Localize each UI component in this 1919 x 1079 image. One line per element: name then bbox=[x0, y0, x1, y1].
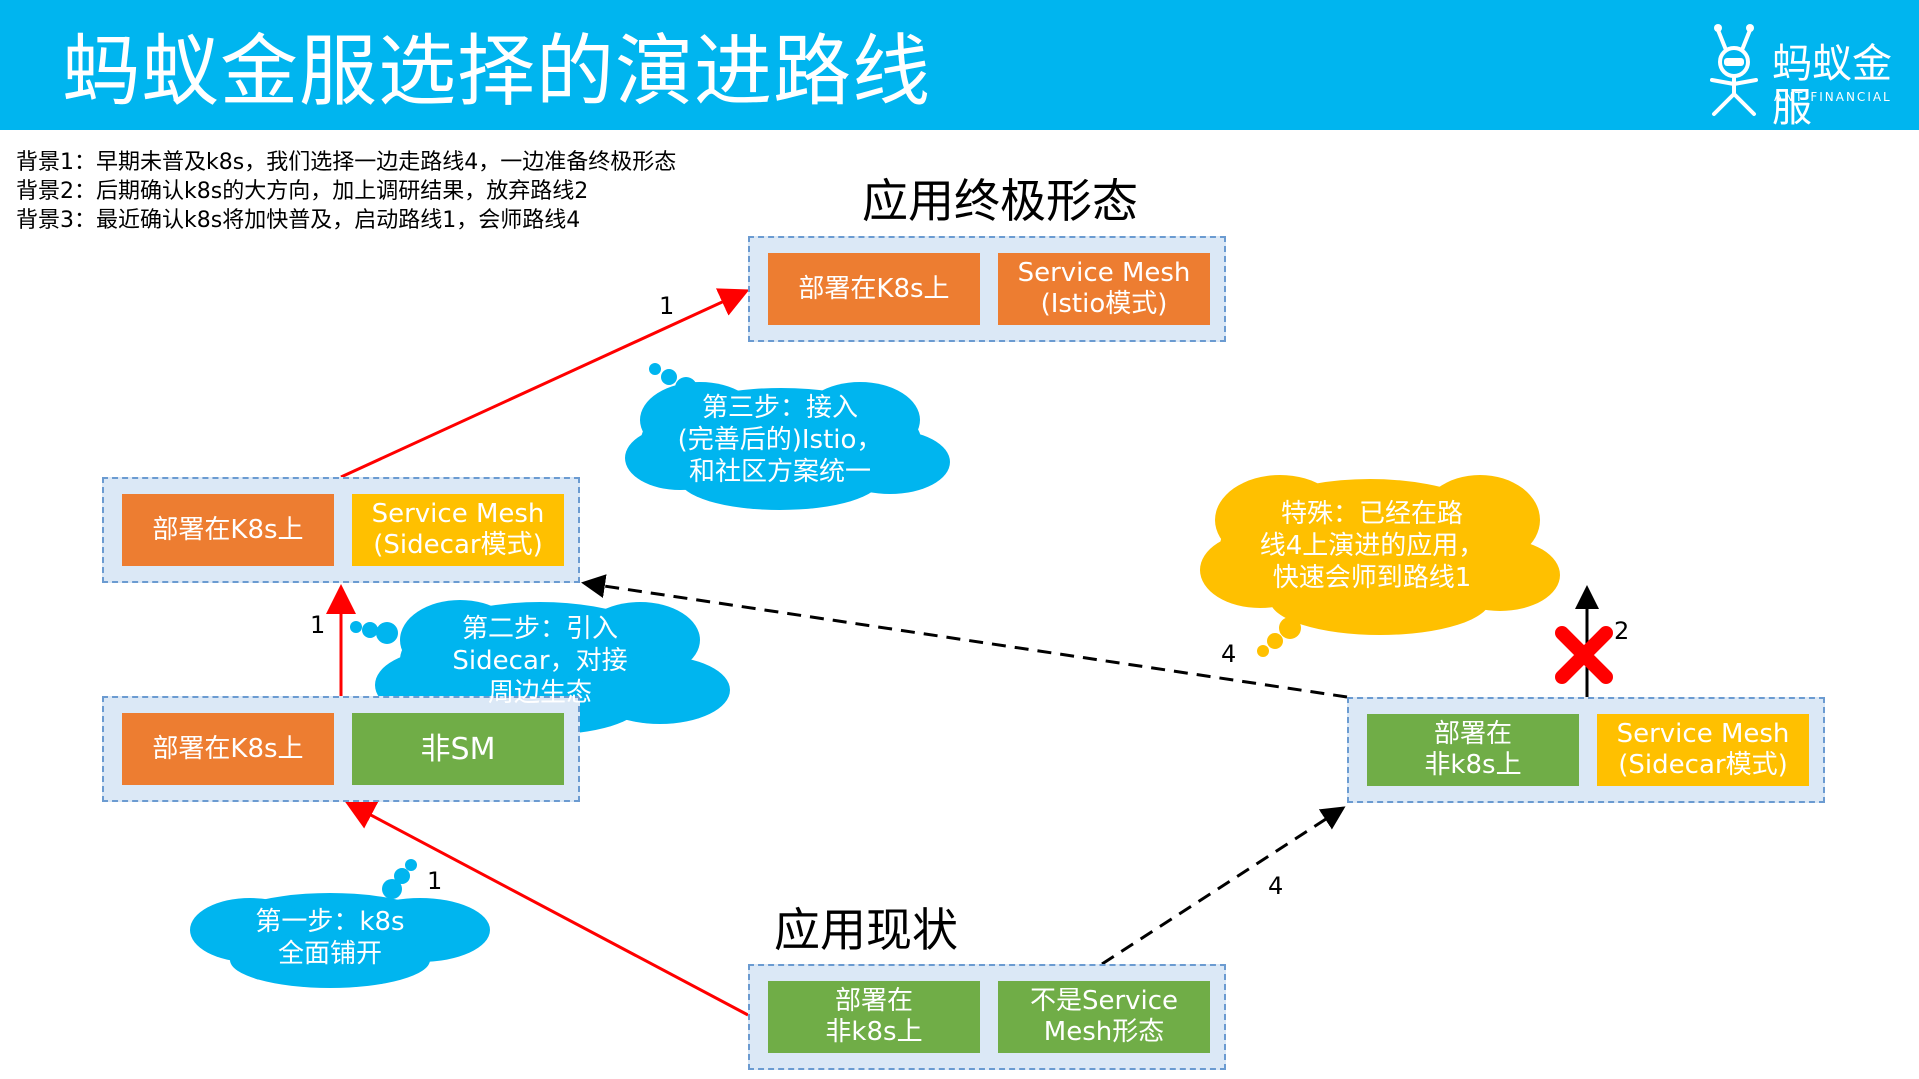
cloud-step3-text: 第三步：接入 (完善后的)Istio， 和社区方案统一 bbox=[677, 393, 883, 487]
lower-k8s-box: 部署在K8s上 bbox=[122, 713, 334, 785]
cloud-step1-text: 第一步：k8s 全面铺开 bbox=[255, 907, 405, 969]
cloud-step2 bbox=[350, 600, 730, 735]
final-k8s-box: 部署在K8s上 bbox=[768, 253, 980, 325]
non-sm-box: 非SM bbox=[352, 713, 564, 785]
route1-arrow-top bbox=[340, 288, 750, 479]
cloud-step3 bbox=[625, 363, 950, 510]
header-bar: 蚂蚁金服选择的演进路线 蚂蚁金服 ANT FINANCIAL bbox=[0, 0, 1919, 130]
route1-label-mid: 1 bbox=[310, 611, 326, 639]
current-state-title: 应用现状 bbox=[774, 903, 958, 957]
route2-label: 2 bbox=[1614, 617, 1630, 645]
final-istio-box: Service Mesh (Istio模式) bbox=[998, 253, 1210, 325]
current-non-k8s-box: 部署在 非k8s上 bbox=[768, 981, 980, 1053]
right-sidecar-box: Service Mesh (Sidecar模式) bbox=[1597, 714, 1809, 786]
mid-sidecar-box: Service Mesh (Sidecar模式) bbox=[352, 494, 564, 566]
k8s-non-sm-group: 部署在K8s上 非SM bbox=[102, 696, 580, 802]
route1-label-bottom: 1 bbox=[427, 867, 443, 895]
mid-k8s-box: 部署在K8s上 bbox=[122, 494, 334, 566]
current-non-sm-box: 不是Service Mesh形态 bbox=[998, 981, 1210, 1053]
logo-text-cn: 蚂蚁金服 bbox=[1772, 41, 1892, 131]
blocked-x-icon bbox=[1555, 626, 1613, 684]
cloud-step1 bbox=[190, 859, 490, 988]
ant-financial-logo: 蚂蚁金服 ANT FINANCIAL bbox=[1700, 20, 1910, 130]
logo-text-en: ANT FINANCIAL bbox=[1774, 90, 1892, 104]
route4-arrow-lower bbox=[1101, 806, 1346, 966]
ant-icon bbox=[1710, 24, 1758, 116]
cloud-step2-text: 第二步：引入 Sidecar，对接 周边生态 bbox=[452, 614, 628, 708]
k8s-sidecar-group: 部署在K8s上 Service Mesh (Sidecar模式) bbox=[102, 477, 580, 583]
route4-arrow-upper bbox=[581, 574, 1348, 699]
right-non-k8s-box: 部署在 非k8s上 bbox=[1367, 714, 1579, 786]
background-note-1: 背景1：早期未普及k8s，我们选择一边走路线4，一边准备终极形态 bbox=[16, 150, 677, 175]
page-title: 蚂蚁金服选择的演进路线 bbox=[62, 27, 932, 117]
final-state-group: 部署在K8s上 Service Mesh (Istio模式) bbox=[748, 236, 1226, 342]
non-k8s-sidecar-group: 部署在 非k8s上 Service Mesh (Sidecar模式) bbox=[1347, 697, 1825, 803]
cloud-special-text: 特殊：已经在路 线4上演进的应用， 快速会师到路线1 bbox=[1259, 499, 1485, 593]
background-note-2: 背景2：后期确认k8s的大方向，加上调研结果，放弃路线2 bbox=[16, 179, 589, 204]
route1-label-top: 1 bbox=[659, 292, 675, 320]
route4-label-upper: 4 bbox=[1221, 640, 1237, 668]
background-notes: 背景1：早期未普及k8s，我们选择一边走路线4，一边准备终极形态 背景2：后期确… bbox=[16, 148, 676, 235]
route4-label-lower: 4 bbox=[1268, 872, 1284, 900]
route1-arrow-bottom bbox=[344, 801, 749, 1017]
final-state-title: 应用终极形态 bbox=[862, 174, 1138, 228]
cloud-special bbox=[1200, 475, 1560, 657]
background-note-3: 背景3：最近确认k8s将加快普及，启动路线1，会师路线4 bbox=[16, 208, 581, 233]
current-state-group: 部署在 非k8s上 不是Service Mesh形态 bbox=[748, 964, 1226, 1070]
